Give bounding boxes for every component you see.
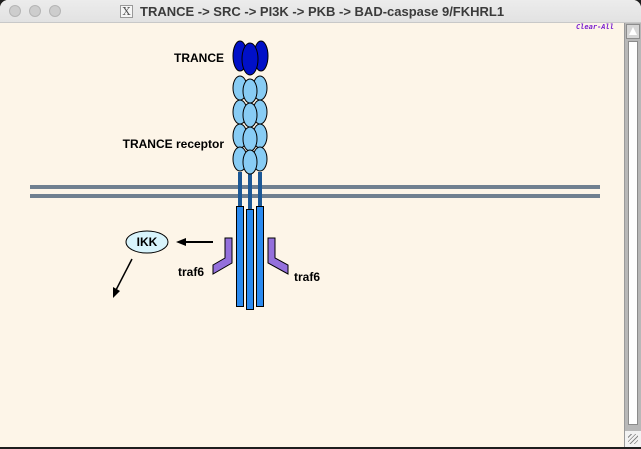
cytoplasmic-domain <box>236 206 244 307</box>
membrane-outer-line <box>30 185 600 189</box>
ikk-node[interactable]: IKK <box>125 230 169 254</box>
clear-all-button[interactable]: Clear-All <box>576 23 614 31</box>
ikk-label: IKK <box>137 235 158 249</box>
traf6-left-label: traf6 <box>178 265 204 279</box>
receptor-domain <box>242 126 258 152</box>
traf6-right-shape[interactable] <box>267 237 289 275</box>
ikk-ellipse <box>125 230 169 254</box>
window-title: TRANCE -> SRC -> PI3K -> PKB -> BAD-casp… <box>140 3 505 19</box>
receptor-cytoplasmic-domains[interactable] <box>236 206 264 310</box>
trance-ligand[interactable] <box>232 40 269 76</box>
diagram-canvas: IKK TRANCE TRANCE receptor traf6 traf6 <box>0 23 624 447</box>
traf6-right-label: traf6 <box>294 270 320 284</box>
ligand-subunit <box>241 42 259 76</box>
trance-label: TRANCE <box>174 51 224 65</box>
trance-receptor-label: TRANCE receptor <box>123 137 225 151</box>
receptor-domain <box>242 78 258 104</box>
transmembrane-segment <box>248 172 252 210</box>
x11-icon: X <box>120 4 133 18</box>
arrow-traf6-to-ikk <box>176 238 213 246</box>
scroll-track[interactable] <box>628 41 638 425</box>
title-wrap: X TRANCE -> SRC -> PI3K -> PKB -> BAD-ca… <box>120 3 504 19</box>
arrow-ikk-to-downstream <box>113 258 133 298</box>
close-button[interactable] <box>9 5 21 17</box>
zoom-button[interactable] <box>49 5 61 17</box>
receptor-domain <box>242 102 258 128</box>
transmembrane-segments <box>238 172 262 210</box>
transmembrane-segment <box>258 172 262 208</box>
cytoplasmic-domain <box>256 206 264 307</box>
resize-grip-icon[interactable] <box>624 431 641 447</box>
minimize-button[interactable] <box>29 5 41 17</box>
title-bar[interactable]: X TRANCE -> SRC -> PI3K -> PKB -> BAD-ca… <box>0 0 641 23</box>
transmembrane-segment <box>238 172 242 208</box>
membrane-inner-line <box>30 194 600 198</box>
receptor-domain <box>242 149 258 175</box>
cytoplasmic-domain <box>246 209 254 310</box>
pathway-diagram: IKK TRANCE TRANCE receptor traf6 traf6 <box>30 40 600 310</box>
scroll-up-arrow-icon[interactable] <box>626 24 640 39</box>
vertical-scrollbar[interactable] <box>624 23 641 431</box>
trance-receptor[interactable] <box>232 75 268 175</box>
traf6-left-shape[interactable] <box>212 237 233 275</box>
